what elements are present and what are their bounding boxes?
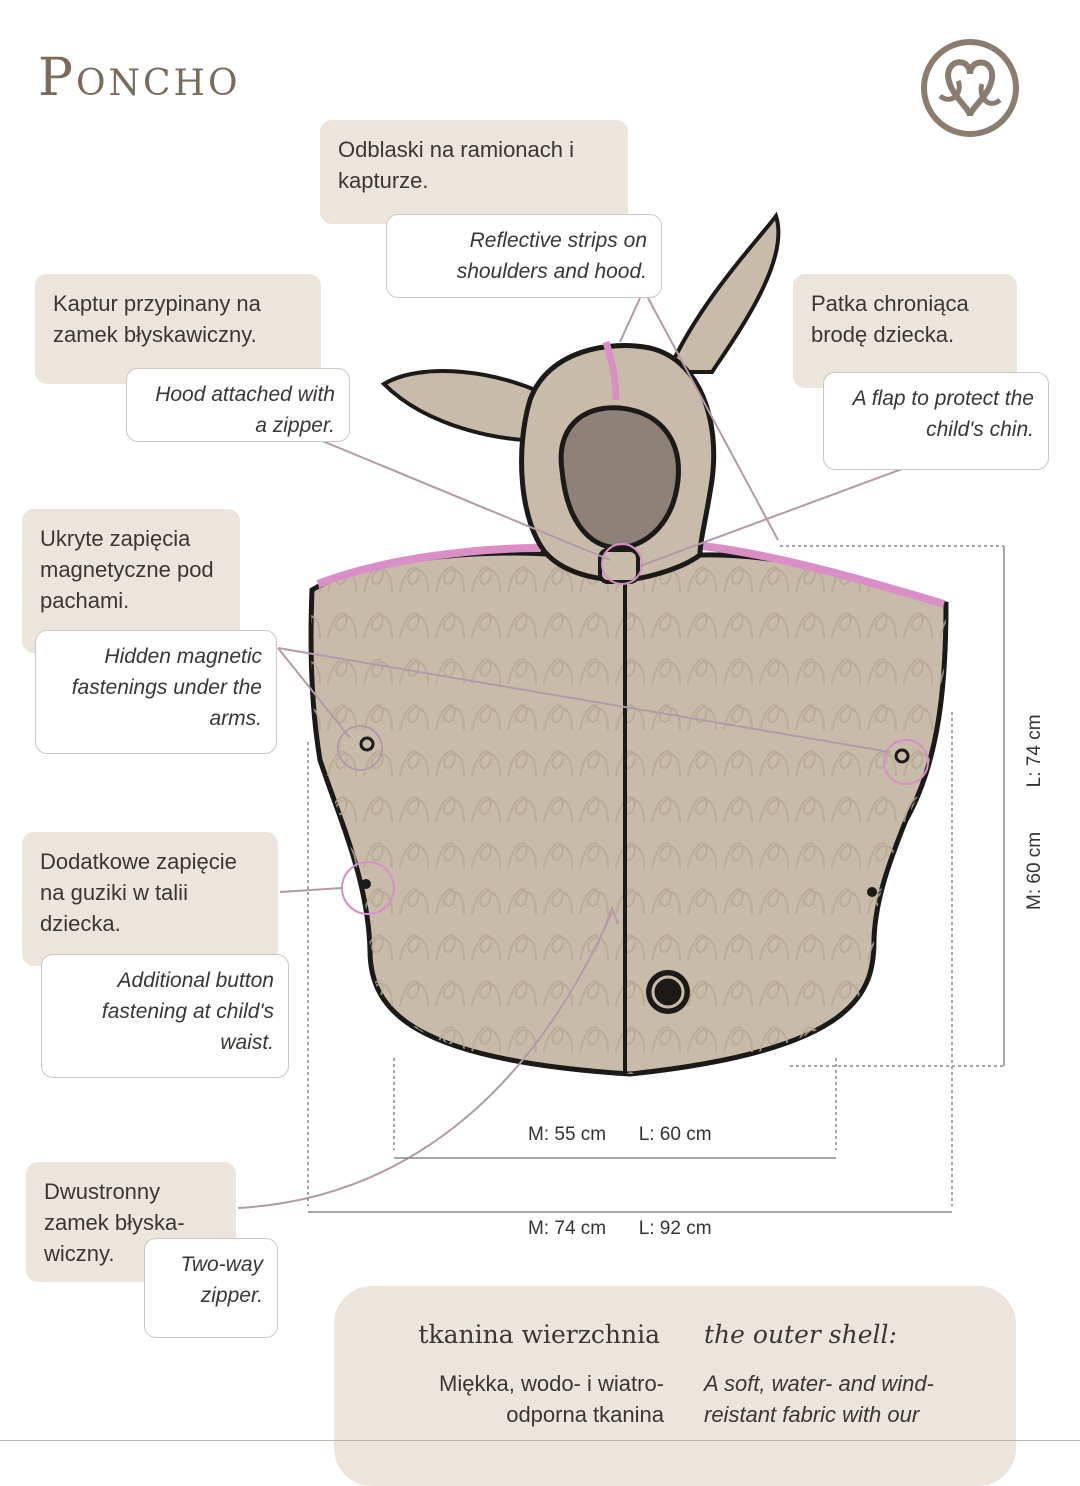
callout-reflective-pl: Odblaski na ramionach i kapturze. [320, 120, 628, 224]
callout-reflective-en: Reflective strips on shoulders and hood. [386, 214, 662, 298]
dim-outer-m: M: 74 cm [528, 1218, 607, 1239]
dim-height-l: L: 74 cm [1024, 714, 1045, 788]
fabric-text-pl: Miękka, wodo- i wiatro- odporna tkanina [439, 1371, 664, 1427]
callout-zipper-en: Two-way zipper. [144, 1238, 278, 1338]
callout-flap-pl: Patka chroniąca brodę dziecka. [793, 274, 1017, 388]
face-opening [558, 405, 681, 551]
reflective-strip-right [701, 542, 946, 608]
callout-magnetic-en: Hidden magnetic fastenings under the arm… [35, 630, 277, 754]
right-ear [664, 211, 781, 374]
bottom-divider [0, 1440, 1080, 1441]
left-ear [380, 369, 563, 443]
fabric-heading-en: the outer shell: [704, 1320, 897, 1349]
brand-logo [921, 39, 1019, 137]
callout-button-en: Additional button fastening at child's w… [41, 954, 289, 1078]
fabric-text-en: A soft, water- and wind- reistant fabric… [704, 1371, 934, 1427]
page-title: Poncho [38, 48, 241, 108]
dim-outer-l: L: 92 cm [638, 1218, 712, 1239]
callout-hood-pl: Kaptur przypinany na zamek błyskawiczny. [35, 274, 321, 384]
callout-button-pl: Dodatkowe zapięcie na guziki w talii dzi… [22, 832, 278, 966]
fabric-heading-pl: tkanina wierzchnia [418, 1320, 660, 1349]
reflective-strip-left [316, 544, 541, 588]
chin-flap [598, 548, 640, 584]
callout-hood-en: Hood attached with a zipper. [126, 368, 350, 442]
dim-inner-l: L: 60 cm [638, 1124, 712, 1145]
fabric-panel [334, 1286, 1016, 1486]
dim-height-m: M: 60 cm [1024, 831, 1045, 910]
callout-magnetic-pl: Ukryte zapięcia magnetyczne pod pachami. [22, 509, 240, 653]
callout-flap-en: A flap to protect the child's chin. [823, 372, 1049, 470]
dim-inner-m: M: 55 cm [528, 1124, 607, 1145]
